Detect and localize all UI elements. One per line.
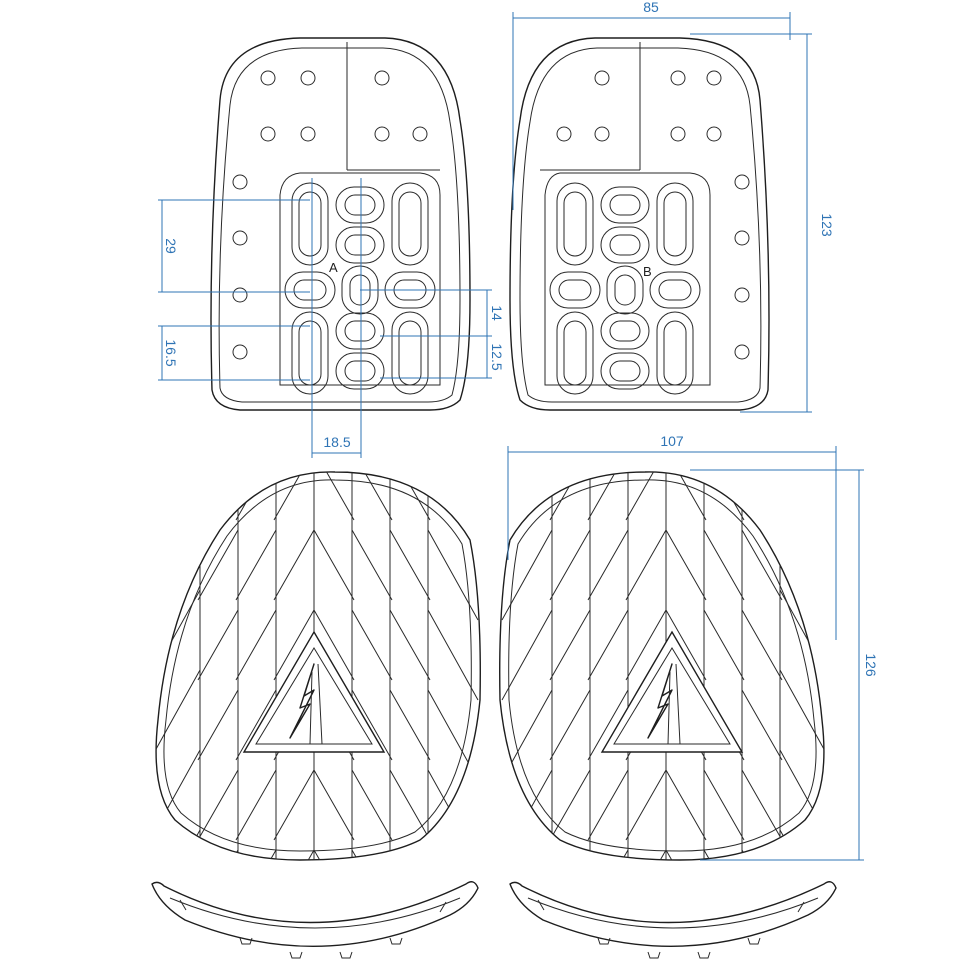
logo-triangle-left (242, 630, 386, 753)
dim-12-5-text: 12.5 (489, 343, 505, 370)
dim-18-5: 18.5 (311, 178, 362, 458)
pad-a-slots (284, 182, 436, 395)
logo-triangle-right (600, 630, 744, 753)
pad-a-holes (232, 70, 428, 360)
dim-12-5: 12.5 (380, 336, 505, 379)
pad-b-slots (549, 182, 701, 395)
curved-strip-left (151, 881, 479, 959)
dim-126-text: 126 (863, 653, 879, 677)
dim-29: 29 (158, 199, 310, 293)
pad-b-holes (556, 70, 750, 360)
dim-107-text: 107 (660, 433, 684, 449)
marker-b: B (643, 264, 652, 279)
dim-29-text: 29 (163, 238, 179, 254)
dim-16-5: 16.5 (158, 325, 310, 381)
pad-a: A (210, 37, 471, 411)
dim-107: 107 (507, 433, 837, 640)
dim-123: 123 (690, 33, 835, 413)
dim-85: 85 (512, 0, 791, 210)
dim-85-text: 85 (643, 0, 659, 15)
marker-a: A (329, 260, 338, 275)
dim-14-text: 14 (489, 305, 505, 321)
curved-strip-right (509, 881, 837, 959)
dim-16-5-text: 16.5 (163, 339, 179, 366)
pad-lower-left (155, 471, 481, 861)
dim-14: 14 (360, 289, 505, 337)
pad-b: B (509, 37, 770, 411)
pad-lower-right (499, 471, 825, 861)
dim-123-text: 123 (819, 213, 835, 237)
dim-126: 126 (690, 469, 879, 861)
dim-18-5-text: 18.5 (323, 434, 350, 450)
